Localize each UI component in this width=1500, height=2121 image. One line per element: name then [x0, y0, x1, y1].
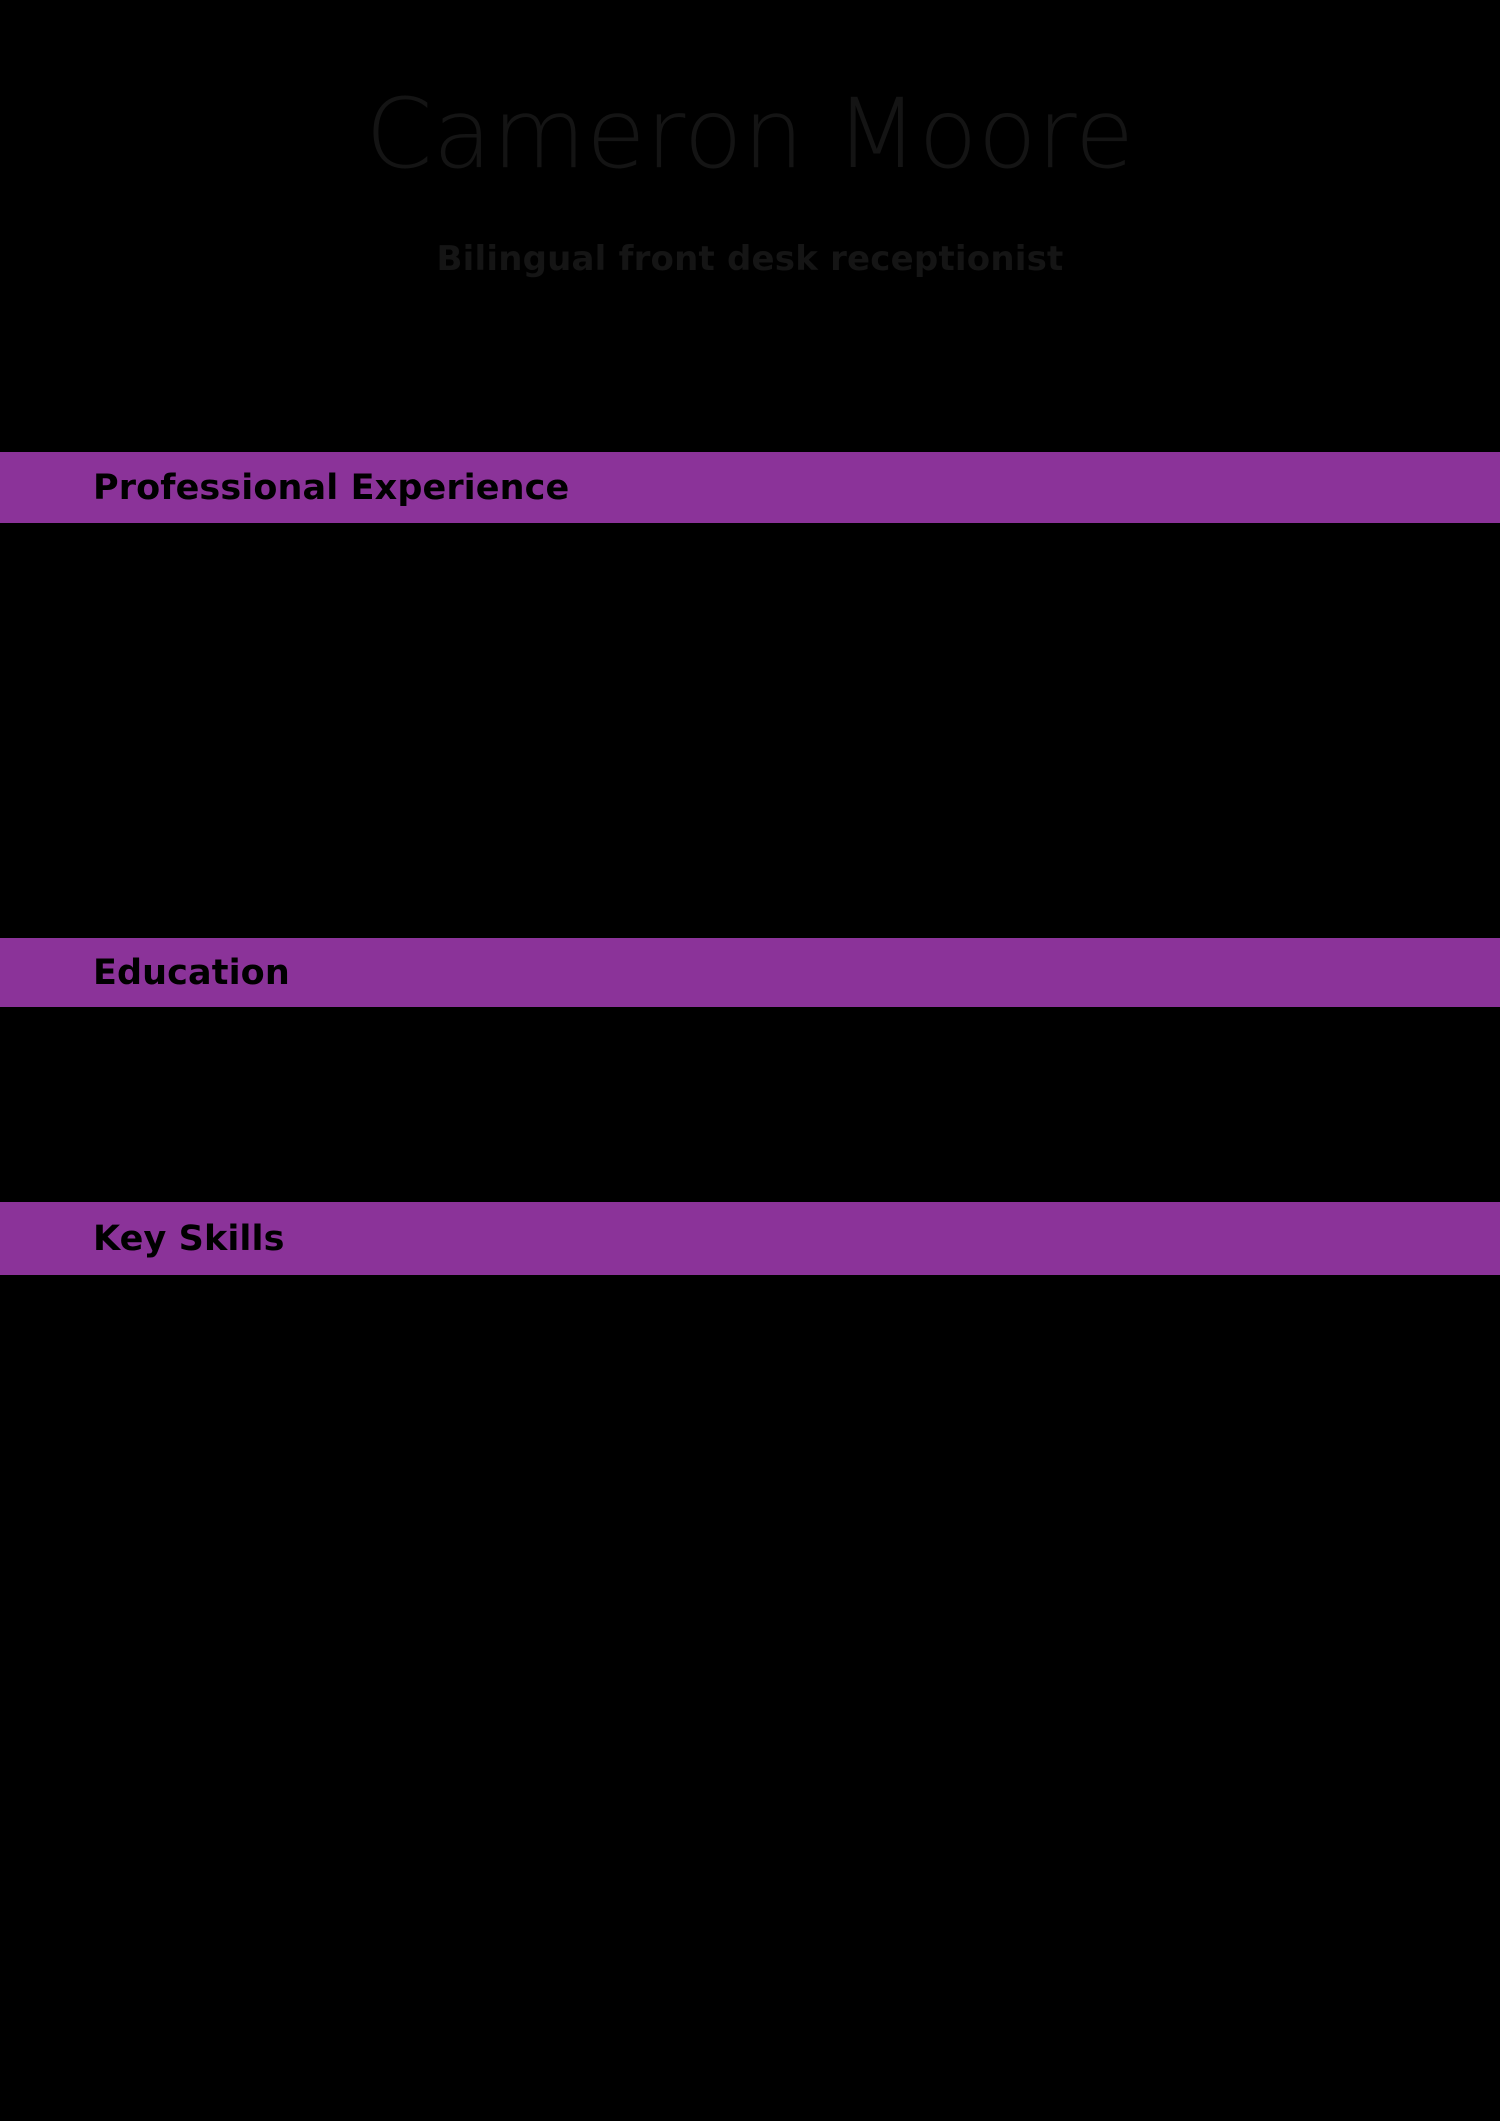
- section-header-education: Education: [0, 938, 1500, 1007]
- resume-header: Cameron Moore Bilingual front desk recep…: [0, 0, 1500, 440]
- section-header-label: Professional Experience: [93, 467, 570, 508]
- section-header-label: Key Skills: [93, 1218, 285, 1259]
- section-body-professional-experience: [0, 523, 1500, 938]
- section-body-key-skills: [0, 1275, 1500, 2121]
- candidate-subtitle: Bilingual front desk receptionist: [436, 239, 1064, 279]
- section-header-key-skills: Key Skills: [0, 1202, 1500, 1275]
- section-header-professional-experience: Professional Experience: [0, 452, 1500, 523]
- section-body-education: [0, 1007, 1500, 1202]
- page-title: Cameron Moore: [365, 78, 1135, 190]
- section-header-label: Education: [93, 952, 290, 993]
